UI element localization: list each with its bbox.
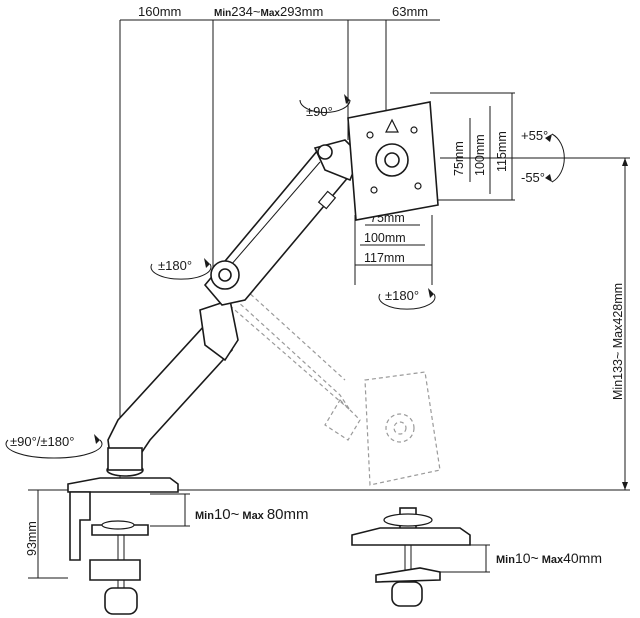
vesa-v-115: 115mm — [495, 131, 509, 172]
top-dimension-lines — [119, 19, 440, 490]
plate-rotate-label: ±90° — [306, 104, 333, 119]
monitor-arm — [67, 139, 361, 493]
tilt-up-label: +55° — [521, 128, 548, 143]
clamp-height-lines — [28, 489, 68, 579]
tilt-indicator — [545, 133, 565, 183]
grommet-range-label: Min10~Max40mm — [496, 550, 602, 566]
clamp-height-label: 93mm — [25, 521, 39, 556]
tilt-down-label: -55° — [521, 170, 545, 185]
top-left-dimension: 160mm — [138, 4, 181, 19]
vesa-h-100: 100mm — [364, 231, 406, 245]
vesa-h-117: 117mm — [364, 251, 405, 265]
grommet-range-lines — [440, 544, 490, 573]
grommet-mount — [351, 507, 471, 607]
elbow-swivel-indicator — [150, 258, 212, 280]
base-rotate-indicator — [5, 434, 103, 459]
lowered-arm-ghost — [224, 279, 441, 486]
vesa-plate — [347, 101, 439, 221]
vesa-v-100: 100mm — [473, 134, 487, 176]
height-dimension-lines — [120, 157, 630, 491]
plate-swivel-label: ±180° — [385, 288, 419, 303]
plate-rotate-indicator — [299, 94, 351, 113]
clamp-range-lines — [150, 493, 190, 527]
desk-clamp — [69, 491, 149, 615]
top-right-dimension: 63mm — [392, 4, 428, 19]
top-middle-dimension: Min234~Max293mm — [214, 4, 323, 19]
vesa-dimension-lines — [354, 92, 515, 285]
plate-swivel-indicator — [378, 288, 436, 310]
base-rotate-label: ±90°/±180° — [10, 434, 74, 449]
height-range-label: Min133~ Max428mm — [611, 283, 625, 400]
elbow-swivel-label: ±180° — [158, 258, 192, 273]
vesa-v-75: 75mm — [452, 141, 466, 176]
